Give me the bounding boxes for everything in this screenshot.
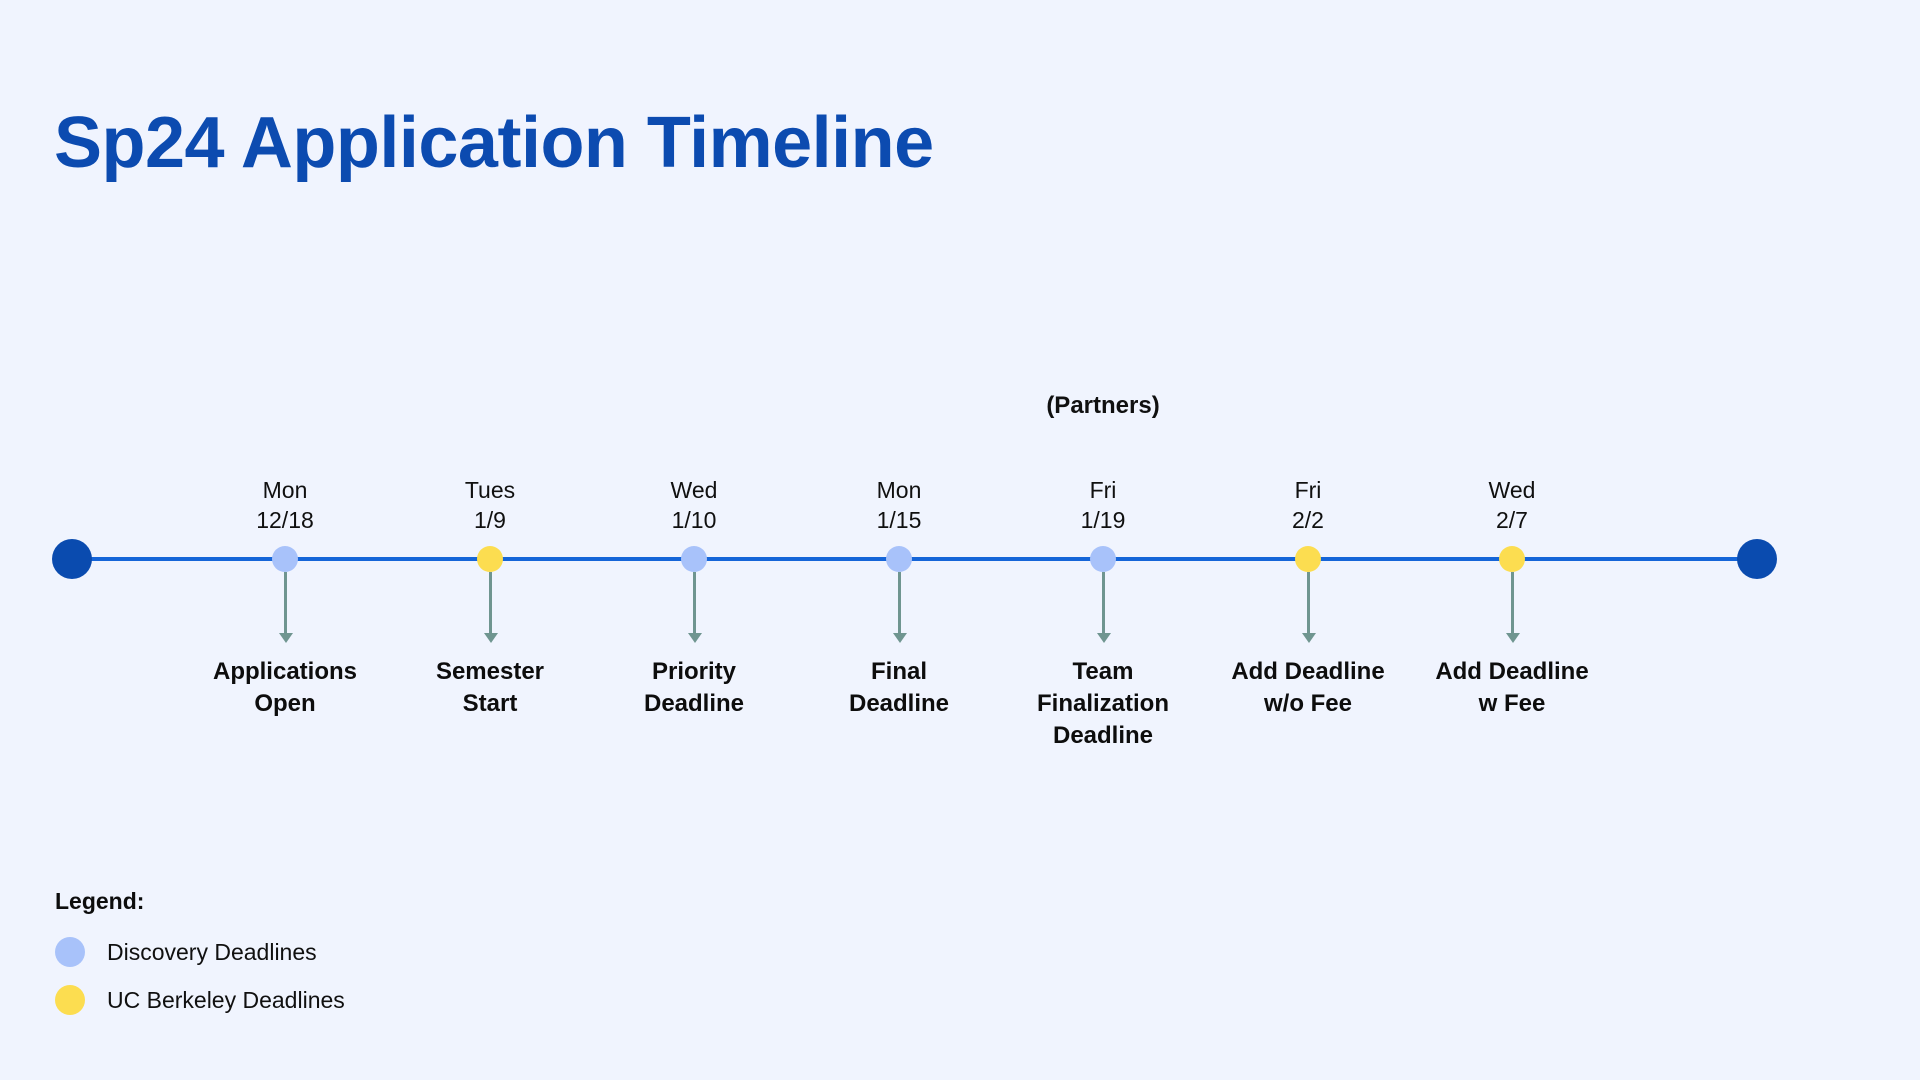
event-day: Mon bbox=[876, 477, 922, 503]
timeline-axis-line bbox=[72, 557, 1757, 561]
event-date-label: Wed 2/7 bbox=[1402, 475, 1622, 535]
timeline-node-discovery[interactable] bbox=[272, 546, 298, 572]
legend-item: UC Berkeley Deadlines bbox=[55, 985, 345, 1015]
event-label-line: Priority bbox=[651, 658, 737, 685]
legend: Legend: Discovery Deadlines UC Berkeley D… bbox=[55, 888, 345, 1033]
timeline-node-discovery[interactable] bbox=[681, 546, 707, 572]
page-title: Sp24 Application Timeline bbox=[54, 103, 934, 184]
connector-arrow-icon bbox=[898, 572, 901, 634]
event-label-line: Add Deadline bbox=[1435, 658, 1589, 685]
event-label-line: Deadline bbox=[643, 690, 745, 717]
connector-arrow-icon bbox=[489, 572, 492, 634]
event-date: 2/7 bbox=[1496, 507, 1528, 533]
timeline-node-berkeley[interactable] bbox=[1295, 546, 1321, 572]
event-label-line: w/o Fee bbox=[1263, 690, 1353, 717]
event-date: 12/18 bbox=[256, 507, 314, 533]
legend-item: Discovery Deadlines bbox=[55, 937, 345, 967]
group-annotation: (Partners) bbox=[1046, 392, 1160, 419]
legend-swatch-discovery bbox=[55, 937, 85, 967]
legend-item-label: Discovery Deadlines bbox=[107, 938, 317, 965]
event-day: Mon bbox=[262, 477, 308, 503]
event-label: Add Deadline w Fee bbox=[1392, 656, 1632, 720]
event-label-line: Start bbox=[462, 690, 518, 717]
timeline-endpoint-end bbox=[1737, 539, 1777, 579]
timeline-endpoint-start bbox=[52, 539, 92, 579]
event-date-label: Mon 12/18 bbox=[175, 475, 395, 535]
timeline-node-berkeley[interactable] bbox=[1499, 546, 1525, 572]
legend-item-label: UC Berkeley Deadlines bbox=[107, 986, 345, 1013]
timeline-node-discovery[interactable] bbox=[886, 546, 912, 572]
connector-arrow-icon bbox=[284, 572, 287, 634]
connector-arrow-icon bbox=[1307, 572, 1310, 634]
event-date: 1/9 bbox=[474, 507, 506, 533]
event-label-line: Deadline bbox=[1052, 722, 1154, 749]
event-day: Wed bbox=[670, 477, 718, 503]
connector-arrow-icon bbox=[693, 572, 696, 634]
event-label-line: w Fee bbox=[1478, 690, 1546, 717]
event-label-line: Finalization bbox=[1037, 690, 1169, 717]
event-day: Fri bbox=[1294, 477, 1322, 503]
event-date-label: Tues 1/9 bbox=[380, 475, 600, 535]
event-label-line: Team bbox=[1072, 658, 1134, 685]
timeline-node-discovery[interactable] bbox=[1090, 546, 1116, 572]
connector-arrow-icon bbox=[1102, 572, 1105, 634]
event-label-line: Applications bbox=[212, 658, 357, 685]
event-label-line: Open bbox=[254, 690, 316, 717]
event-date: 1/15 bbox=[876, 507, 922, 533]
legend-swatch-berkeley bbox=[55, 985, 85, 1015]
event-date-label: Wed 1/10 bbox=[584, 475, 804, 535]
event-label-line: Deadline bbox=[848, 690, 950, 717]
event-date: 1/10 bbox=[671, 507, 717, 533]
event-label: Add Deadline w/o Fee bbox=[1188, 656, 1428, 720]
event-date: 2/2 bbox=[1292, 507, 1324, 533]
connector-arrow-icon bbox=[1511, 572, 1514, 634]
event-label-line: Add Deadline bbox=[1231, 658, 1385, 685]
event-day: Tues bbox=[464, 477, 516, 503]
event-day: Fri bbox=[1089, 477, 1117, 503]
event-date-label: Mon 1/15 bbox=[789, 475, 1009, 535]
event-date-label: Fri 2/2 bbox=[1198, 475, 1418, 535]
event-label-line: Semester bbox=[435, 658, 545, 685]
timeline-node-berkeley[interactable] bbox=[477, 546, 503, 572]
event-date: 1/19 bbox=[1080, 507, 1126, 533]
legend-title: Legend: bbox=[55, 888, 145, 914]
event-day: Wed bbox=[1488, 477, 1536, 503]
event-label-line: Final bbox=[870, 658, 927, 685]
event-date-label: Fri 1/19 bbox=[993, 475, 1213, 535]
